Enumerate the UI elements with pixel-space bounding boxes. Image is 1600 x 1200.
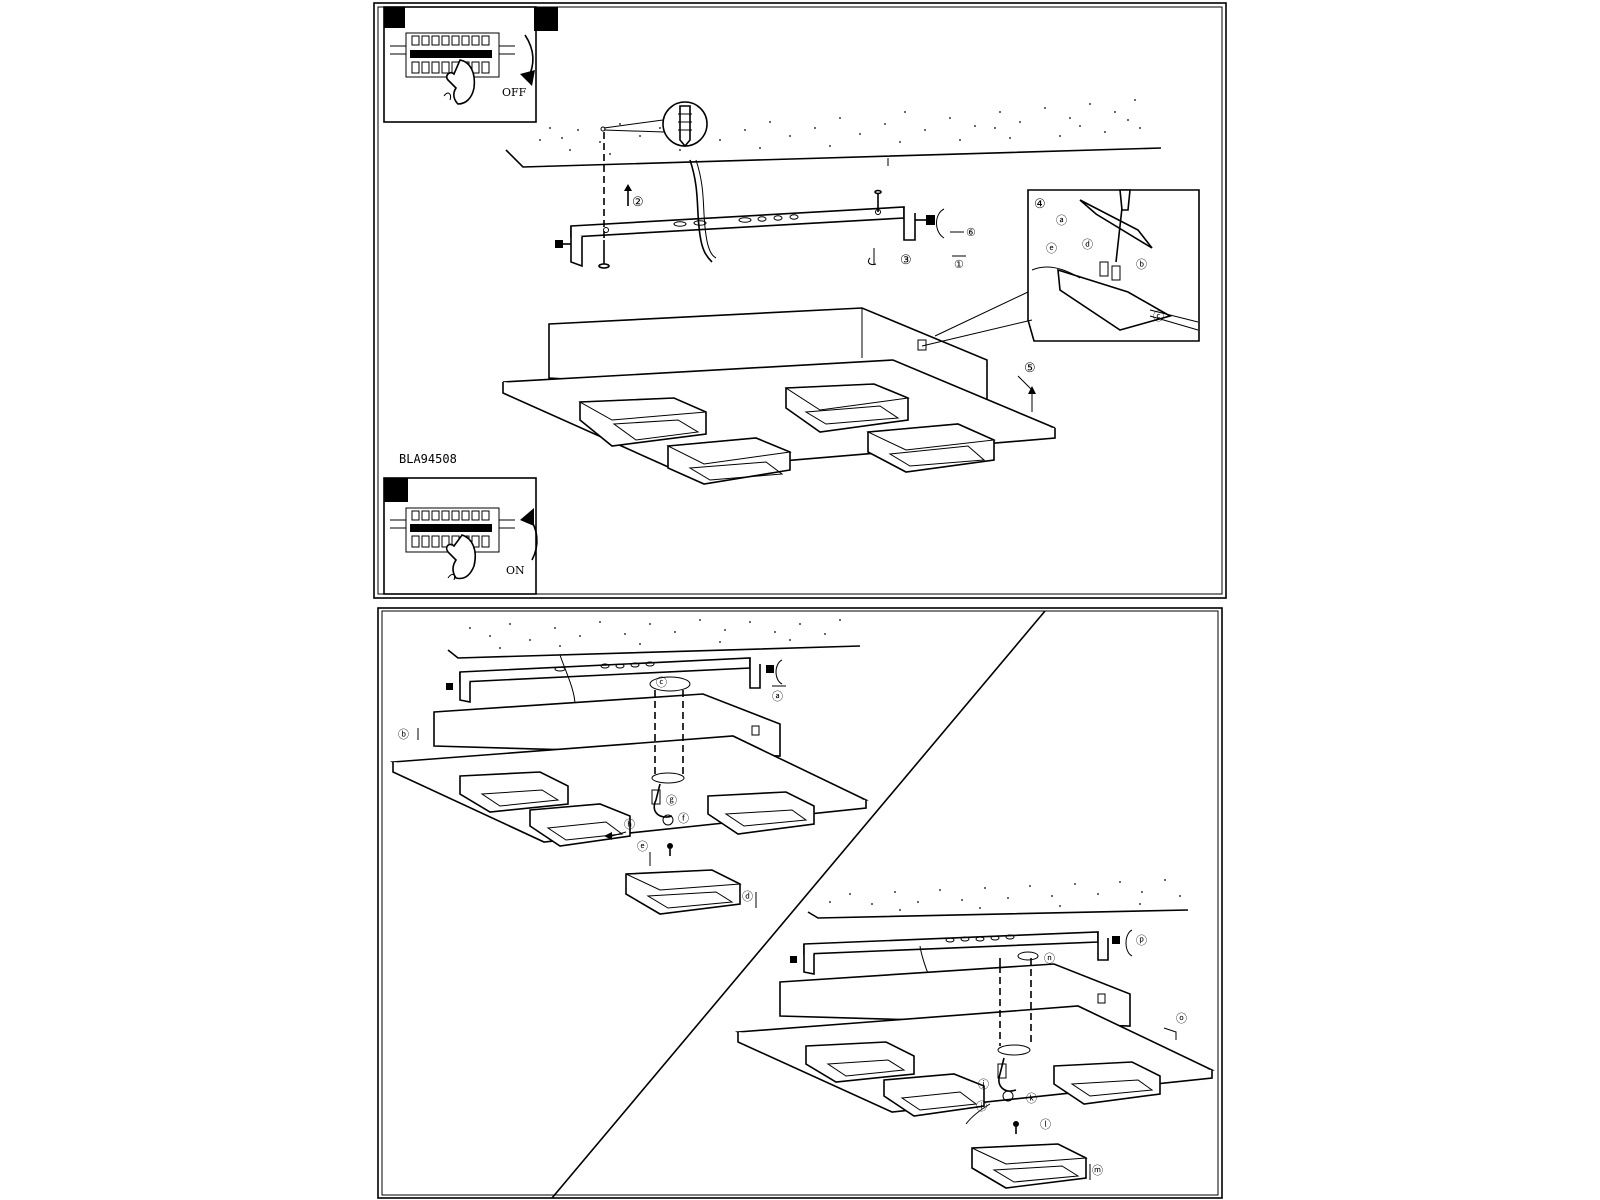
detail-d: ⓓ xyxy=(1082,238,1093,251)
fuse-box-on-inset: ON xyxy=(383,477,538,595)
step-o-br: ⓞ xyxy=(1176,1012,1187,1025)
step-l-br: ⓛ xyxy=(1040,1118,1051,1131)
step-3: ③ xyxy=(900,253,912,268)
top-panel-frame xyxy=(373,2,1227,599)
off-label: OFF xyxy=(502,86,527,99)
power-cable xyxy=(689,159,713,263)
step-j-br: ⓙ xyxy=(978,1078,989,1091)
detail-e: ⓔ xyxy=(1046,242,1057,255)
screw-icon xyxy=(667,843,673,856)
detail-a: ⓐ xyxy=(1056,214,1067,227)
rotate-screw-icon xyxy=(867,248,877,265)
hand-icon xyxy=(445,534,477,580)
fuse-box-off-inset: OFF xyxy=(383,6,558,123)
step-a-bl: ⓐ xyxy=(772,690,783,703)
bottom-left-bracket xyxy=(446,654,774,706)
lamp-fixture-top xyxy=(502,307,1056,485)
step-6: ⑥ xyxy=(966,226,976,239)
hand-icon xyxy=(445,59,476,105)
bottom-left-ceiling xyxy=(447,619,861,659)
step-2: ② xyxy=(632,195,644,210)
mounting-bracket xyxy=(555,206,935,268)
step-1: ① xyxy=(954,258,964,271)
lift-arrow-icon xyxy=(1163,1027,1177,1040)
step-4: ④ xyxy=(1034,197,1046,212)
screw-icon xyxy=(1013,1121,1019,1134)
step-n-br: ⓝ xyxy=(1044,952,1055,965)
step-5: ⑤ xyxy=(1024,361,1036,376)
step-e-bl: ⓔ xyxy=(637,840,648,853)
cable-connector-br xyxy=(965,1057,1017,1125)
wall-plug-detail xyxy=(600,101,708,148)
on-label: ON xyxy=(506,564,525,577)
detail-b: ⓑ xyxy=(1136,258,1147,271)
bottom-panel-frame xyxy=(377,607,1223,1199)
step-p-br: ⓟ xyxy=(1136,934,1147,947)
screw-icon xyxy=(598,240,610,269)
lamp-fixture-bottom-right xyxy=(734,963,1215,1117)
bottom-right-ceiling xyxy=(807,879,1189,919)
screw-icon xyxy=(874,189,882,212)
top-ceiling xyxy=(505,99,1162,168)
rotate-arrow-icon xyxy=(775,659,783,685)
model-code: BLA94508 xyxy=(399,452,457,466)
diagonal-divider xyxy=(551,610,1046,1199)
detail-c: ⓒ xyxy=(1153,310,1164,323)
bottom-right-bracket xyxy=(790,931,1120,981)
refit-shade-br xyxy=(971,1143,1088,1189)
step-i-br: ⓘ xyxy=(976,1100,987,1113)
terminal-block-detail: ④ ⓐ ⓑ ⓒ ⓓ ⓔ xyxy=(921,189,1200,347)
removed-shade-bl xyxy=(625,869,742,915)
rotate-arrow-icon xyxy=(1125,929,1133,957)
lamp-fixture-bottom-left xyxy=(389,693,869,847)
step-h-bl: ⓗ xyxy=(624,818,635,831)
step-f-bl: ⓕ xyxy=(678,812,689,825)
step-b-bl: ⓑ xyxy=(398,728,409,741)
step-g-bl: ⓖ xyxy=(666,794,677,807)
rotate-arrow-icon xyxy=(936,208,945,239)
cable-connector-bl xyxy=(604,783,674,840)
step-k-br: ⓚ xyxy=(1026,1092,1037,1105)
step-d-bl: ⓓ xyxy=(742,890,753,903)
step-m-br: ⓜ xyxy=(1092,1164,1103,1177)
step-c-bl: ⓒ xyxy=(656,676,667,689)
